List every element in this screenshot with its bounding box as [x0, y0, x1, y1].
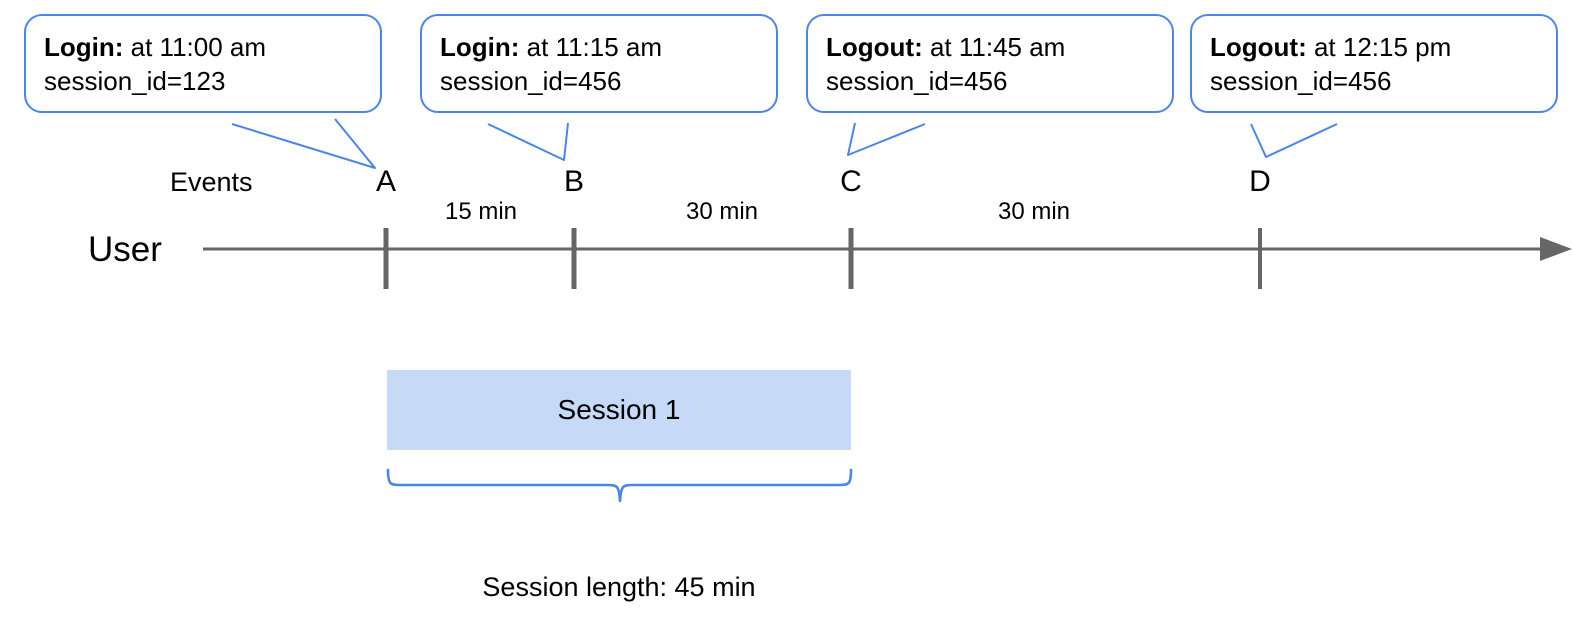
- marker-label-d: D: [1249, 165, 1271, 198]
- callout-c-session: session_id=456: [826, 66, 1008, 97]
- marker-label-c: C: [840, 165, 862, 198]
- interval-label-ab: 15 min: [444, 198, 518, 225]
- callout-d-kind: Logout:: [1210, 32, 1307, 62]
- row-label-user: User: [88, 230, 162, 269]
- marker-label-b: B: [563, 165, 585, 198]
- callout-a-session: session_id=123: [44, 66, 226, 97]
- callout-c-time: at 11:45 am: [922, 32, 1066, 62]
- session-bar-1[interactable]: Session 1: [387, 370, 851, 450]
- callout-a-time: at 11:00 am: [123, 32, 267, 62]
- callout-tail-b: [487, 122, 569, 161]
- callout-tail-a: [231, 118, 376, 169]
- callout-bubble-a[interactable]: Login: at 11:00 am session_id=123: [24, 14, 382, 113]
- interval-label-bc: 30 min: [685, 198, 759, 225]
- callout-tail-d: [1250, 123, 1338, 158]
- callout-b-time: at 11:15 am: [519, 32, 663, 62]
- session-span-brace: [386, 468, 853, 503]
- session-length-caption: Session length: 45 min: [482, 572, 756, 602]
- callout-tail-c: [847, 122, 926, 156]
- callout-bubble-b[interactable]: Login: at 11:15 am session_id=456: [420, 14, 778, 113]
- row-label-events: Events: [170, 167, 253, 197]
- callout-d-time: at 12:15 pm: [1306, 32, 1452, 62]
- interval-label-cd: 30 min: [997, 198, 1071, 225]
- marker-label-a: A: [375, 165, 397, 198]
- session-bar-label: Session 1: [557, 394, 681, 425]
- callout-bubble-d[interactable]: Logout: at 12:15 pm session_id=456: [1190, 14, 1558, 113]
- callout-bubble-c[interactable]: Logout: at 11:45 am session_id=456: [806, 14, 1174, 113]
- callout-a-kind: Login:: [44, 32, 124, 62]
- callout-b-session: session_id=456: [440, 66, 622, 97]
- timeline-axis-arrowhead: [1540, 237, 1572, 261]
- callout-c-kind: Logout:: [826, 32, 923, 62]
- callout-b-kind: Login:: [440, 32, 520, 62]
- callout-d-session: session_id=456: [1210, 66, 1392, 97]
